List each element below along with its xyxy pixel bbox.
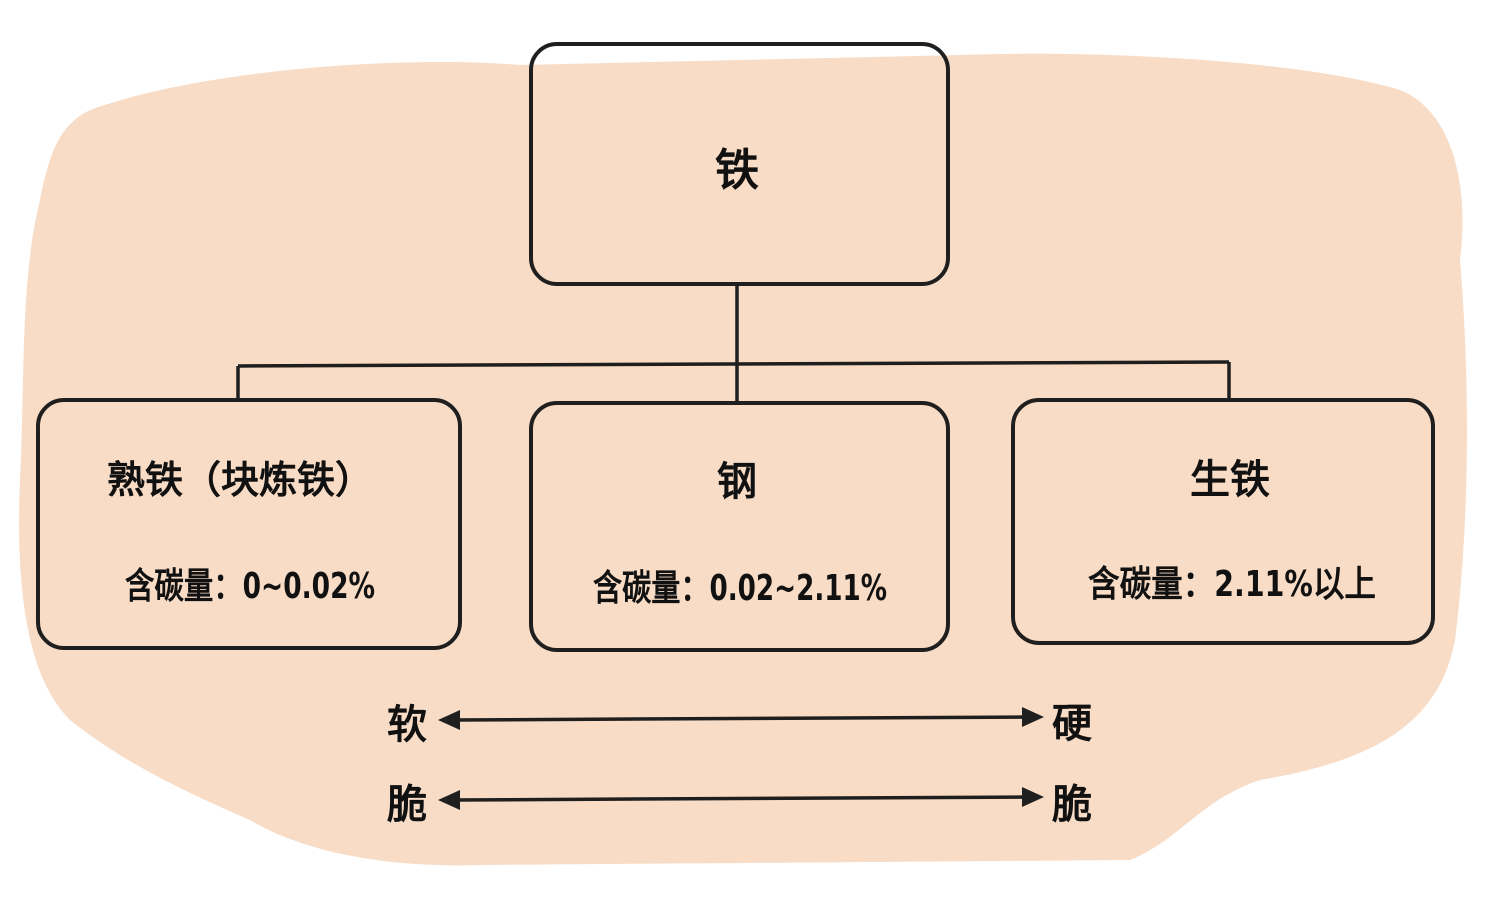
brittleness-arrow-left-head bbox=[438, 790, 460, 810]
softness-arrow-line bbox=[451, 715, 1031, 722]
root-node-label: 铁 bbox=[715, 145, 759, 196]
softness-arrow-right-head bbox=[1022, 707, 1044, 727]
brittleness-arrow-right-head bbox=[1022, 787, 1044, 807]
background-blob bbox=[19, 53, 1467, 866]
steel-label: 钢 bbox=[717, 459, 757, 505]
wrought-iron-box bbox=[36, 398, 462, 650]
wrought-iron-carbon: 含碳量：0~0.02% bbox=[125, 566, 375, 607]
root-node-box bbox=[529, 42, 950, 286]
wrought-iron-label: 熟铁（块炼铁） bbox=[107, 458, 373, 502]
steel-carbon: 含碳量：0.02~2.11% bbox=[593, 568, 887, 609]
hard-label: 硬 bbox=[1052, 701, 1092, 747]
brittle-left-label: 脆 bbox=[387, 782, 427, 828]
pig-iron-box bbox=[1011, 398, 1435, 645]
pig-iron-label: 生铁 bbox=[1190, 457, 1270, 503]
softness-arrow-left-head bbox=[438, 710, 460, 730]
brittleness-arrow-line bbox=[451, 795, 1031, 802]
branch-bar-line bbox=[237, 360, 1230, 368]
steel-box bbox=[529, 401, 950, 652]
soft-label: 软 bbox=[387, 702, 427, 748]
brittle-right-label: 脆 bbox=[1052, 782, 1092, 828]
pig-iron-carbon: 含碳量：2.11%以上 bbox=[1088, 564, 1376, 605]
